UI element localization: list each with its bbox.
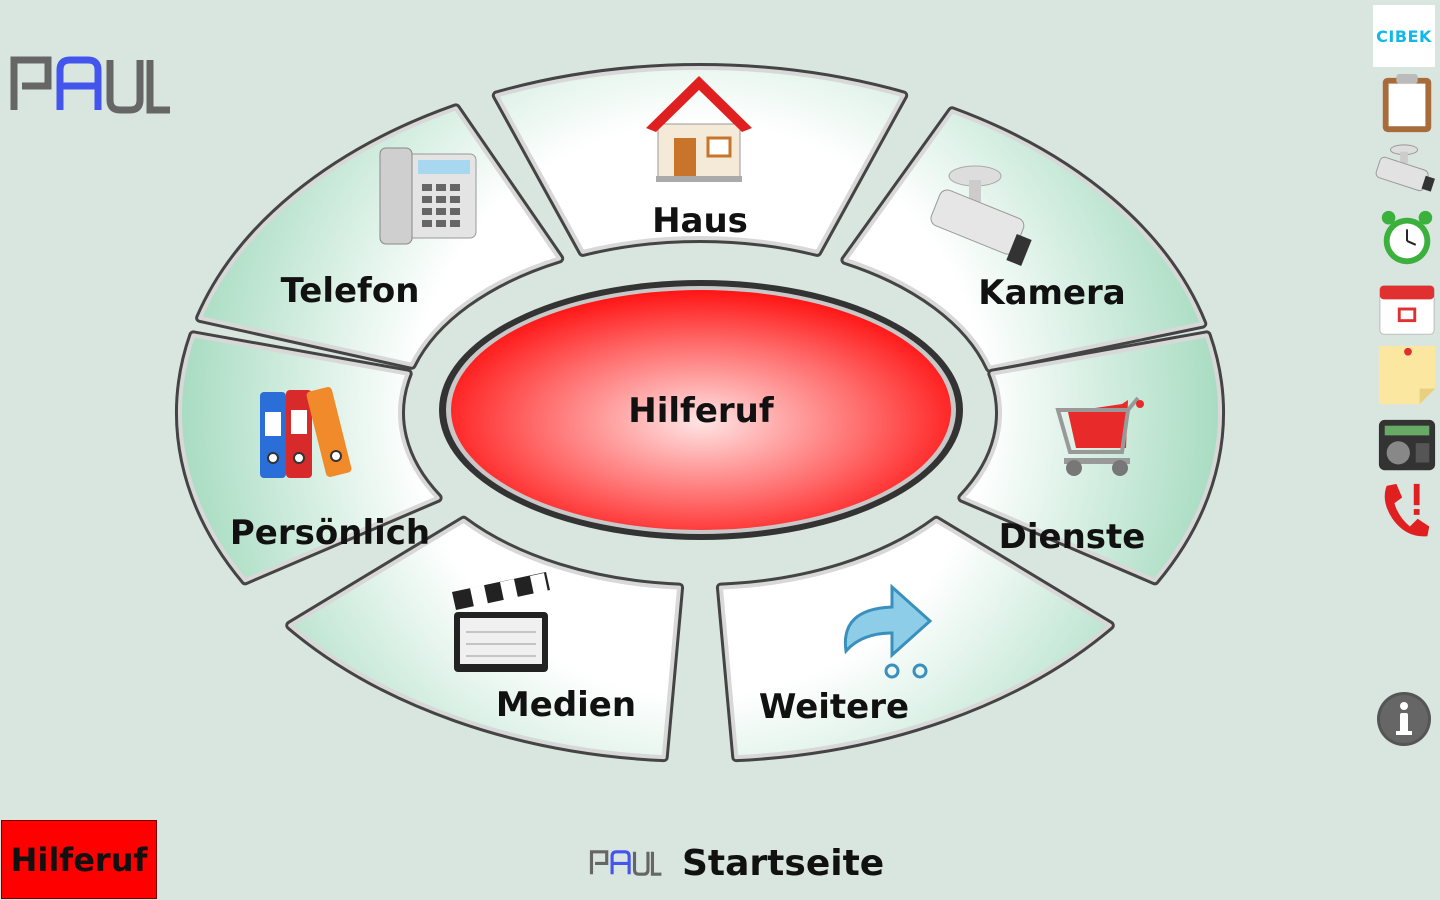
paul-logo <box>10 56 170 114</box>
segment-label: Weitere <box>759 687 909 727</box>
binders-icon <box>260 387 352 478</box>
help-call-button[interactable]: Hilferuf <box>1 820 157 899</box>
segment-label: Kamera <box>978 273 1126 313</box>
telephone-icon <box>379 147 477 245</box>
emergency-phone-icon[interactable] <box>1374 480 1440 542</box>
segment-face <box>960 333 1222 583</box>
footer: Startseite <box>580 838 884 888</box>
sticky-note-icon[interactable] <box>1374 344 1440 406</box>
calendar-icon[interactable] <box>1374 278 1440 340</box>
segment-label: Haus <box>652 201 748 241</box>
segment-label: Medien <box>496 685 636 725</box>
segment-label: Telefon <box>281 271 420 311</box>
page-title: Startseite <box>682 842 885 884</box>
radio-icon[interactable] <box>1374 416 1440 478</box>
arrow-forward-icon <box>843 583 933 679</box>
shopping-cart-icon <box>1055 396 1144 476</box>
alarm-clock-icon[interactable] <box>1374 208 1440 270</box>
clapperboard-icon <box>452 572 550 672</box>
security-camera-icon <box>930 165 1032 266</box>
segment-label: Dienste <box>999 517 1146 557</box>
center-help-label: Hilferuf <box>628 391 775 431</box>
info-button[interactable] <box>1376 691 1432 747</box>
cibek-logo: CIBEK <box>1373 5 1435 67</box>
clipboard-icon[interactable] <box>1374 72 1440 134</box>
house-icon <box>646 76 752 182</box>
paul-footer-logo <box>589 850 662 876</box>
menu-segment-dienste[interactable]: Dienste <box>957 330 1225 586</box>
center-help-button[interactable]: Hilferuf <box>439 280 963 540</box>
segment-label: Persönlich <box>230 513 430 553</box>
segment-face <box>718 518 1112 760</box>
menu-segment-weitere[interactable]: Weitere <box>715 515 1115 763</box>
camera-icon[interactable] <box>1372 142 1438 204</box>
